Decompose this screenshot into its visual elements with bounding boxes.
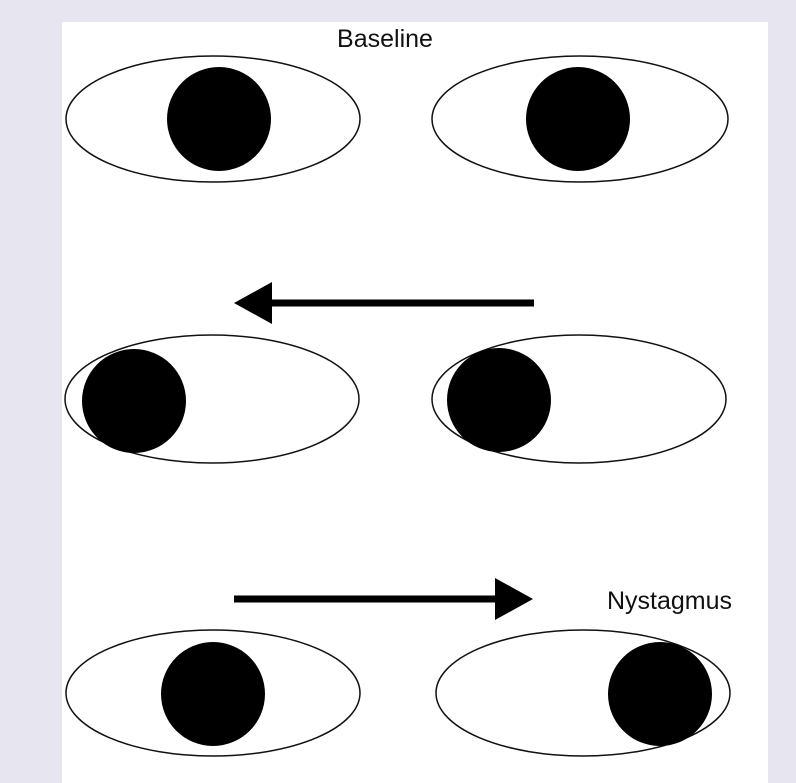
pupil [447, 348, 551, 452]
row-baseline [65, 55, 729, 183]
eye-right [431, 334, 727, 464]
pupil [82, 349, 186, 453]
right-arrow-head [495, 578, 533, 620]
pupil [161, 642, 265, 746]
pupil [608, 642, 712, 746]
pupil [526, 67, 630, 171]
left-arrow [234, 282, 534, 324]
eye-left [65, 629, 361, 757]
left-arrow-head [234, 282, 272, 324]
eye-right [435, 629, 731, 757]
eye-right [431, 55, 729, 183]
eye-left [65, 55, 361, 183]
eye-left [64, 334, 360, 464]
pupil [167, 67, 271, 171]
baseline-label: Baseline [337, 25, 433, 53]
nystagmus-label: Nystagmus [607, 587, 732, 615]
row-leftward-gaze [64, 334, 727, 464]
right-arrow [234, 578, 533, 620]
row-nystagmus [65, 629, 731, 757]
